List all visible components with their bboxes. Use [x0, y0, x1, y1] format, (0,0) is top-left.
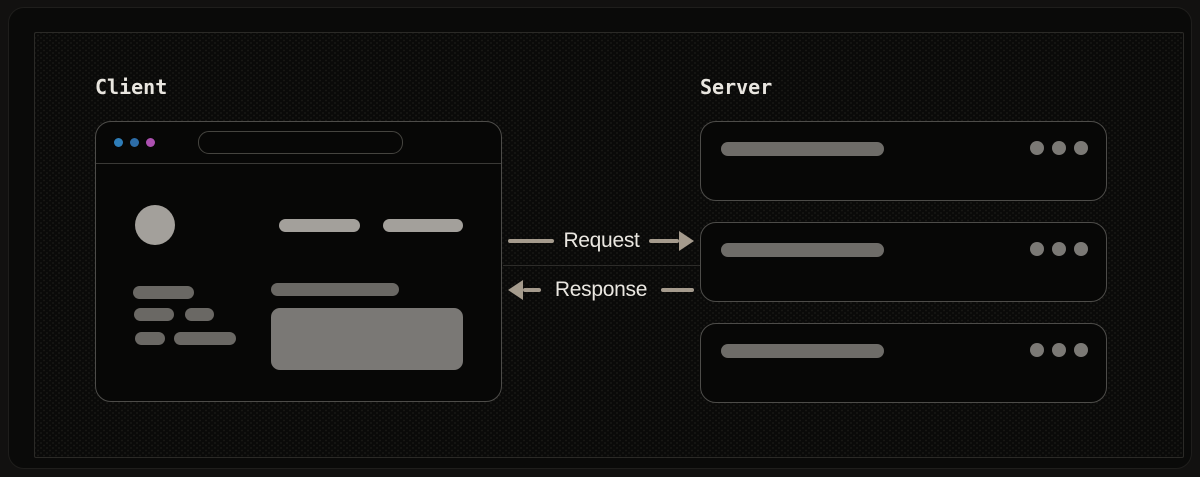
text-placeholder-pill — [279, 219, 360, 232]
server-node — [700, 323, 1107, 403]
response-label: Response — [554, 278, 648, 301]
text-placeholder-pill — [135, 332, 165, 345]
window-control-dot-blue2-icon — [130, 138, 139, 147]
server-status-dots-icon — [1030, 343, 1088, 357]
browser-content — [96, 164, 501, 403]
text-placeholder-pill — [133, 286, 194, 299]
text-placeholder-pill — [174, 332, 236, 345]
dot-icon — [1052, 343, 1066, 357]
request-flow: Request — [508, 229, 694, 253]
arrow-right-icon — [649, 231, 694, 251]
text-placeholder-pill — [383, 219, 463, 232]
server-label-placeholder — [721, 243, 884, 257]
text-placeholder-pill — [271, 283, 399, 296]
content-block-placeholder — [271, 308, 463, 370]
window-control-dot-blue-icon — [114, 138, 123, 147]
arrow-left-icon — [508, 280, 541, 300]
window-control-dot-magenta-icon — [146, 138, 155, 147]
window-controls — [114, 138, 155, 147]
dot-icon — [1052, 141, 1066, 155]
client-browser-window — [95, 121, 502, 402]
server-status-dots-icon — [1030, 141, 1088, 155]
response-flow: Response — [508, 278, 694, 302]
dot-icon — [1052, 242, 1066, 256]
server-label-placeholder — [721, 344, 884, 358]
dot-icon — [1074, 242, 1088, 256]
server-node — [700, 121, 1107, 201]
text-placeholder-pill — [134, 308, 174, 321]
arrow-head — [508, 280, 523, 300]
dot-icon — [1030, 141, 1044, 155]
arrow-shaft — [523, 288, 541, 292]
dot-icon — [1030, 242, 1044, 256]
browser-titlebar — [96, 122, 501, 164]
dot-icon — [1074, 141, 1088, 155]
dot-icon — [1074, 343, 1088, 357]
response-line-segment — [660, 288, 694, 292]
server-label-placeholder — [721, 142, 884, 156]
browser-url-bar — [198, 131, 403, 154]
client-server-connector-line — [503, 265, 700, 266]
request-line-segment — [508, 239, 554, 243]
server-label: Server — [700, 75, 773, 99]
client-label: Client — [95, 75, 168, 99]
text-placeholder-pill — [185, 308, 214, 321]
dot-icon — [1030, 343, 1044, 357]
server-status-dots-icon — [1030, 242, 1088, 256]
server-node — [700, 222, 1107, 302]
avatar-placeholder — [135, 205, 175, 245]
arrow-head — [679, 231, 694, 251]
arrow-shaft — [649, 239, 679, 243]
request-label: Request — [563, 229, 640, 252]
